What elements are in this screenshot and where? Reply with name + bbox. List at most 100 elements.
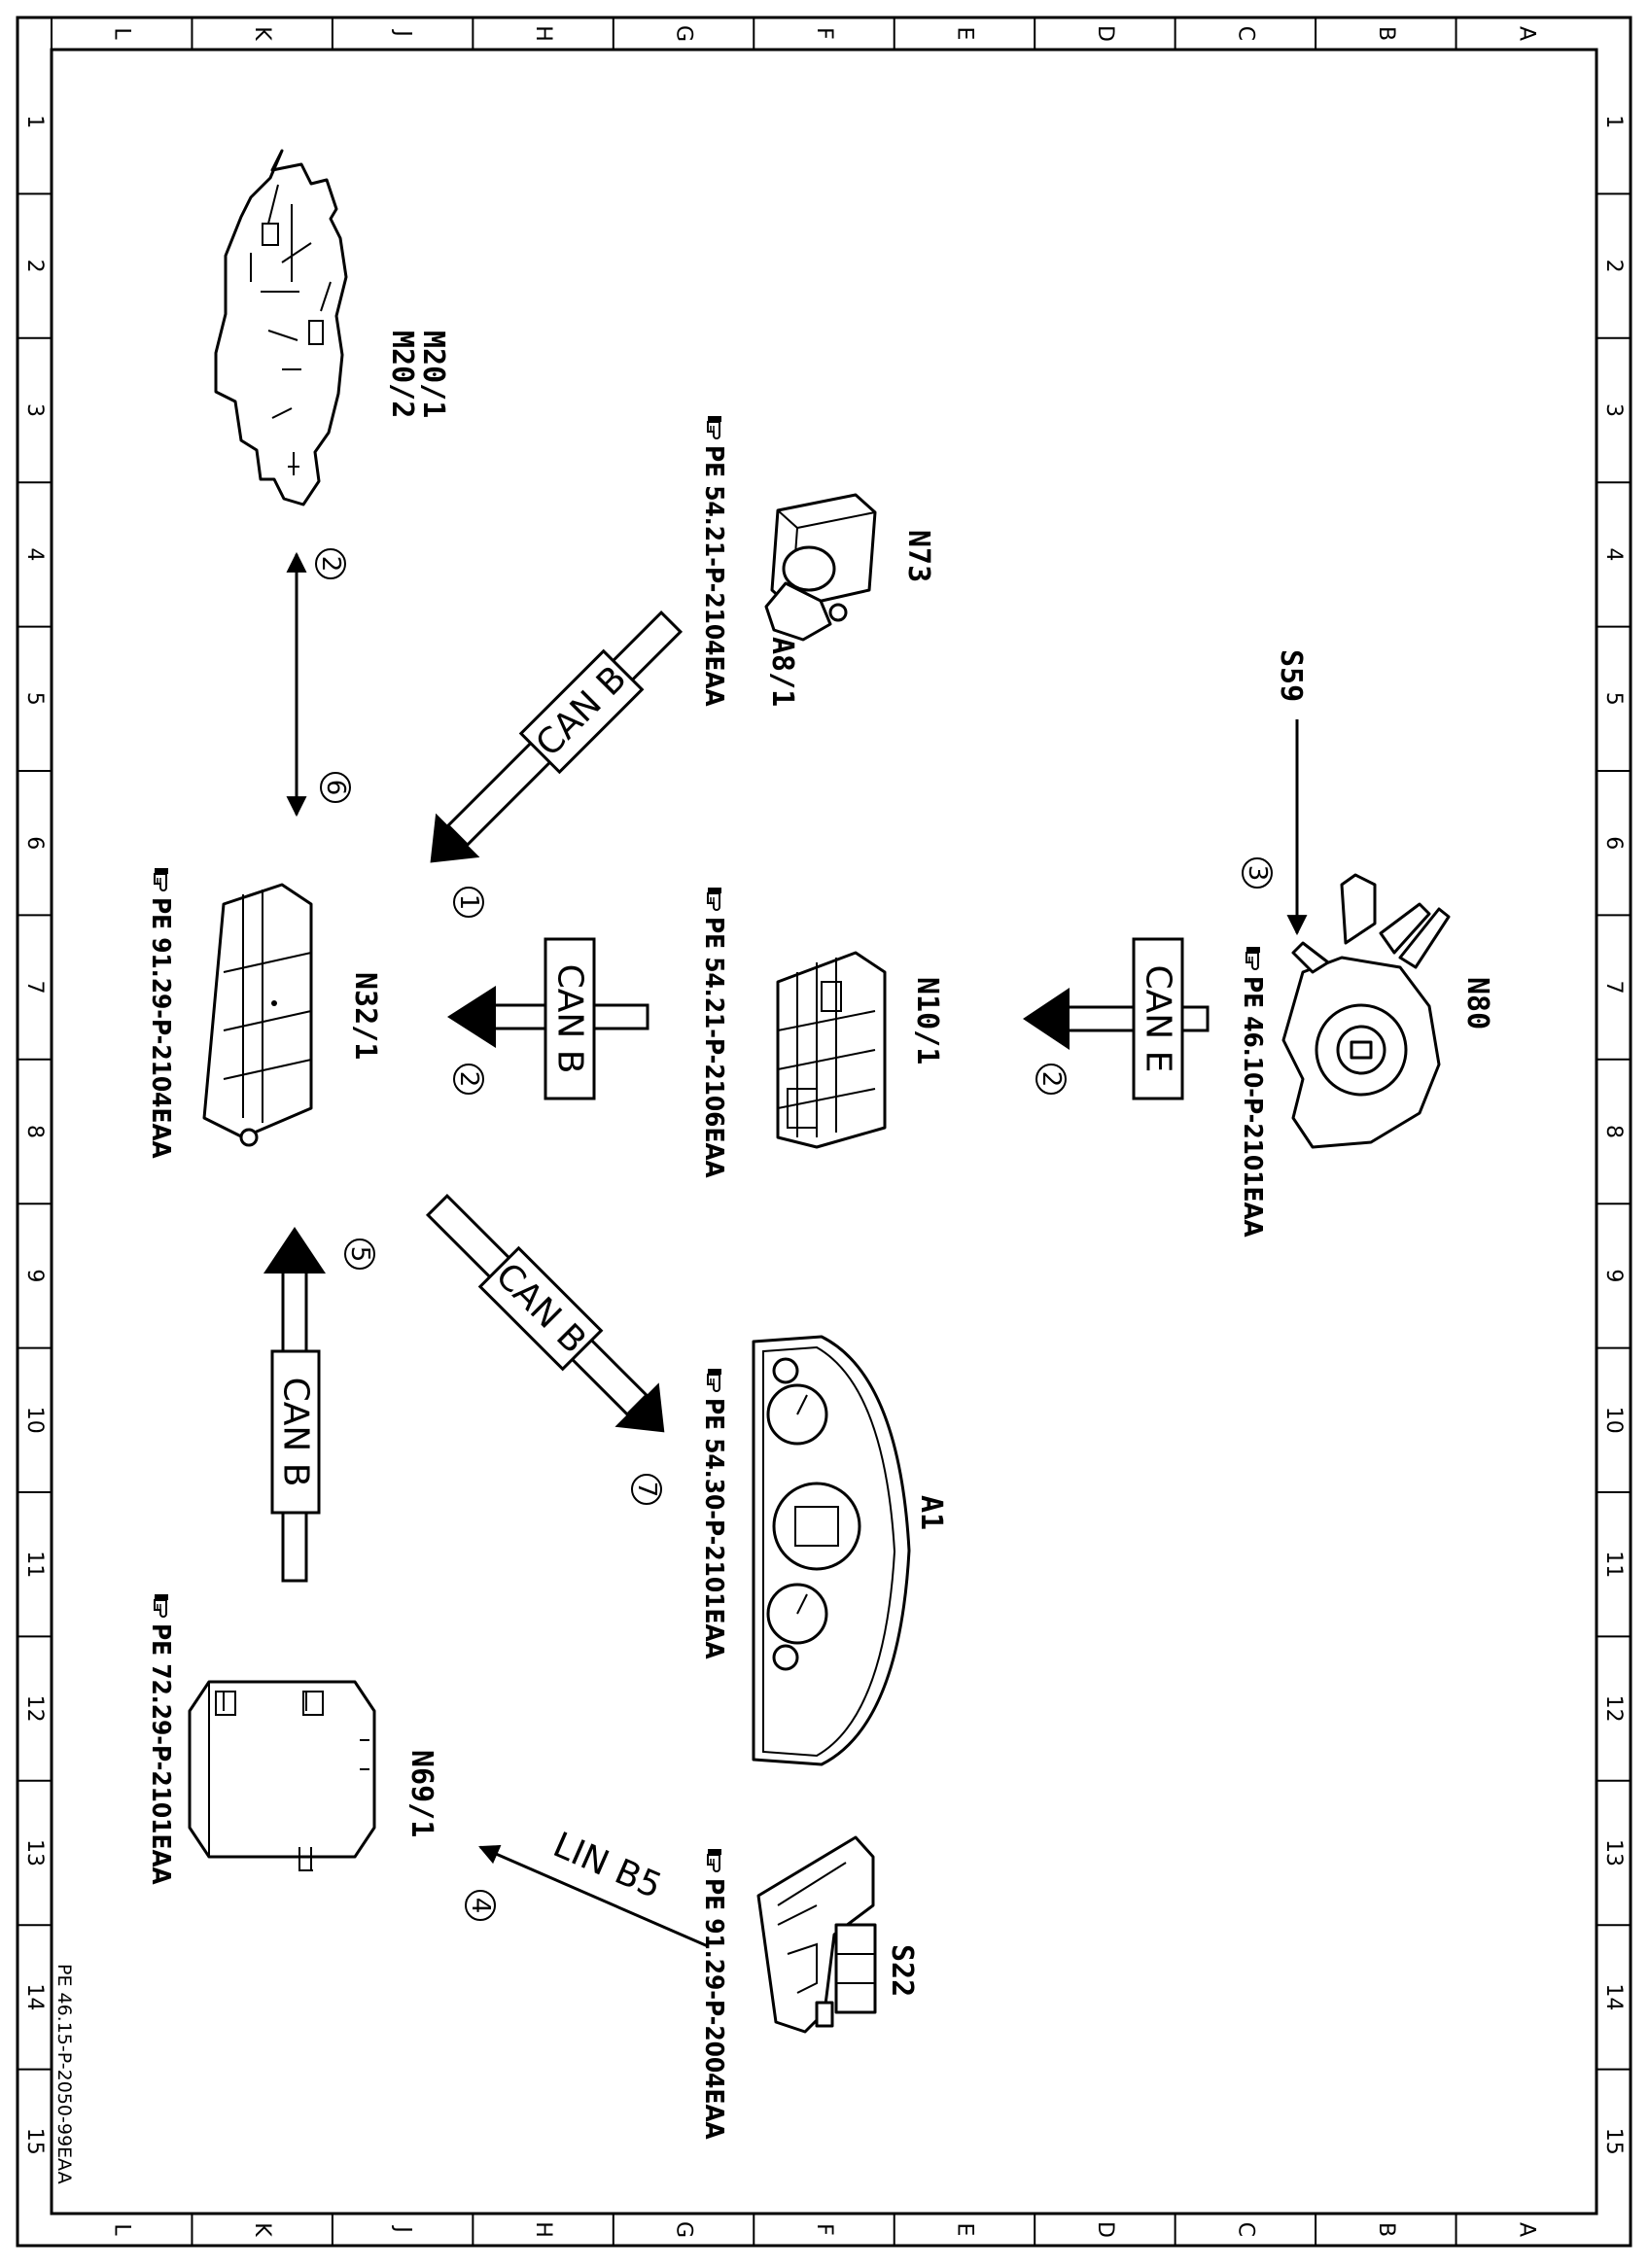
ignition-lock-component — [764, 493, 877, 642]
can-bus-n80-n10: CAN E — [1023, 937, 1210, 1100]
drawing-frame — [16, 16, 1632, 2248]
grid-row-label: 8 — [22, 1125, 47, 1138]
grid-row-label: 3 — [1601, 403, 1626, 417]
n32-ref: PE 91.29-P-2104EAA — [146, 897, 175, 1159]
step-s59: 3 — [1243, 865, 1272, 882]
grid-row-label: 15 — [1601, 2128, 1626, 2155]
grid-row-label: 5 — [1601, 692, 1626, 706]
grid-column-label: F — [812, 2223, 836, 2236]
n69-label: N69/1 — [404, 1750, 439, 1837]
step-circle — [631, 1474, 662, 1505]
grid-row-label: 10 — [1601, 1407, 1626, 1434]
m20-label-1: M20/1 — [416, 331, 450, 418]
step-circle — [1242, 857, 1273, 889]
step-m20-lower: 6 — [321, 780, 350, 796]
step-n10-bus: 2 — [454, 1071, 483, 1088]
grid-column-label: B — [1374, 26, 1398, 41]
instrument-cluster — [752, 1335, 911, 1766]
grid-column-label: G — [672, 2221, 696, 2238]
grid-row-label: 4 — [22, 547, 47, 561]
grid-column-label: J — [391, 2224, 415, 2233]
n80-ref: PE 46.10-P-2101EAA — [1238, 976, 1267, 1238]
a1-label: A1 — [914, 1495, 948, 1530]
door-control-module — [188, 1680, 376, 1871]
grid-row-label: 5 — [22, 692, 47, 706]
step-circle — [465, 1890, 496, 1921]
grid-row-label: 2 — [1601, 260, 1626, 273]
n69-ref: PE 72.29-P-2101EAA — [146, 1623, 175, 1885]
grid-column-label: A — [1514, 2222, 1538, 2237]
grid-column-label: K — [250, 2222, 274, 2237]
grid-column-label: E — [952, 2223, 976, 2237]
steering-column-switch — [1281, 873, 1451, 1149]
step-n69-bus: 5 — [345, 1246, 374, 1263]
grid-row-label: 7 — [22, 981, 47, 994]
step-n73-bus: 1 — [454, 894, 483, 911]
grid-row-label: 9 — [1601, 1269, 1626, 1282]
grid-row-label: 3 — [22, 403, 47, 417]
can-bus-n32-a1: CAN B — [425, 1193, 665, 1433]
grid-row-label: 6 — [1601, 836, 1626, 850]
grid-row-label: 1 — [1601, 115, 1626, 128]
grid-row-label: 6 — [22, 836, 47, 850]
lin-bus-arrow — [478, 1844, 709, 1948]
a1-ref: PE 54.30-P-2101EAA — [699, 1398, 728, 1659]
step-n80-bus: 2 — [1036, 1071, 1066, 1088]
sam-control-unit — [776, 951, 887, 1149]
step-circle — [315, 548, 346, 579]
grid-column-label: J — [391, 28, 415, 37]
grid-column-label: F — [812, 27, 836, 40]
m20-label-2: M20/2 — [385, 331, 419, 418]
grid-row-label: 15 — [22, 2128, 47, 2155]
grid-ticks — [18, 17, 1631, 2246]
grid-column-label: A — [1514, 26, 1538, 41]
grid-column-label: G — [672, 25, 696, 42]
step-m20-upper: 2 — [316, 556, 345, 573]
can-bus-n10-n32: CAN B — [447, 937, 649, 1100]
s22-label: S22 — [885, 1944, 919, 1997]
grid-row-label: 1 — [22, 115, 47, 128]
n10-ref: PE 54.21-P-2106EAA — [699, 917, 728, 1178]
can-bus-n73-n32: CAN B — [430, 610, 684, 863]
steering-column-module — [214, 149, 348, 506]
s22-ref: PE 91.29-P-2004EAA — [699, 1878, 728, 2140]
lin-bus-label: LIN B5 — [547, 1825, 667, 1906]
grid-row-label: 12 — [22, 1695, 47, 1723]
grid-column-label: D — [1093, 25, 1117, 42]
grid-column-label: L — [110, 27, 134, 40]
grid-row-label: 11 — [22, 1551, 47, 1578]
step-circle — [320, 772, 351, 803]
grid-column-label: K — [250, 26, 274, 41]
a8-label: A8/1 — [765, 637, 799, 707]
grid-column-label: D — [1093, 2221, 1117, 2238]
grid-column-label: C — [1233, 26, 1257, 41]
grid-column-label: H — [531, 2221, 555, 2238]
grid-row-label: 9 — [22, 1269, 47, 1282]
grid-column-label: C — [1233, 2222, 1257, 2237]
step-a1-bus: 7 — [632, 1482, 661, 1498]
grid-row-label: 2 — [22, 260, 47, 273]
step-circle — [453, 887, 484, 918]
grid-row-label: 8 — [1601, 1125, 1626, 1138]
n73-label: N73 — [901, 530, 935, 582]
bus-label: CAN B — [550, 964, 590, 1074]
grid-column-label: H — [531, 25, 555, 42]
seat-control-module — [202, 883, 313, 1147]
step-s22-bus: 4 — [466, 1898, 495, 1914]
n73-ref: PE 54.21-P-2104EAA — [699, 445, 728, 707]
bus-label: CAN B — [276, 1378, 316, 1487]
bus-label: CAN E — [1139, 965, 1178, 1073]
n80-label: N80 — [1460, 977, 1494, 1029]
grid-row-label: 10 — [22, 1407, 47, 1434]
grid-column-label: E — [952, 27, 976, 41]
grid-column-label: L — [110, 2223, 134, 2236]
n10-label: N10/1 — [910, 977, 944, 1064]
seat-adjustment-switch — [756, 1835, 877, 2034]
s59-label: S59 — [1274, 649, 1308, 702]
document-id: PE 46.15-P-2050-99EAA — [53, 1964, 75, 2184]
step-circle — [344, 1239, 375, 1270]
grid-row-label: 12 — [1601, 1695, 1626, 1723]
grid-row-label: 13 — [1601, 1839, 1626, 1867]
